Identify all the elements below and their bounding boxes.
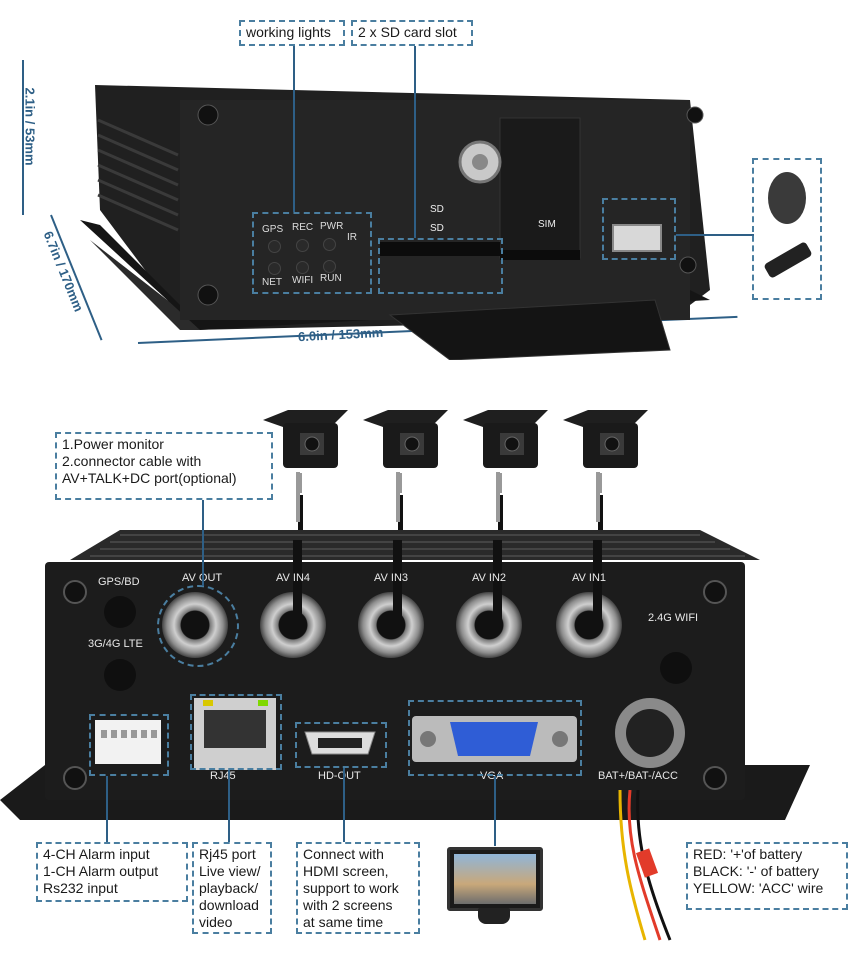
rj45-line5: video	[199, 914, 233, 930]
height-dimension-label: 2.1in / 53mm	[22, 87, 38, 166]
usb-accessories-box	[752, 158, 822, 300]
battery-line3: YELLOW: 'ACC' wire	[693, 880, 824, 896]
led-pwr-label: PWR	[320, 221, 344, 232]
hdmi-line3: support to work	[303, 880, 399, 896]
av-in2-connector	[456, 592, 522, 658]
sd2-label: SD	[430, 223, 444, 234]
battery-line2: BLACK: '-' of battery	[693, 863, 819, 879]
battery-callout: RED: '+'of battery BLACK: '-' of battery…	[686, 842, 848, 910]
usb-port-highlight	[602, 198, 676, 260]
working-lights-highlight	[252, 212, 372, 294]
led-ir-label: IR	[347, 232, 357, 243]
alarm-port-highlight	[89, 714, 169, 776]
hdmi-line4: with 2 screens	[303, 897, 393, 913]
alarm-line3: Rs232 input	[43, 880, 118, 896]
av-in4-label: AV IN4	[276, 572, 311, 584]
hdmi-line1: Connect with	[303, 846, 384, 862]
height-dimension-line	[22, 60, 24, 215]
rj45-line4: download	[199, 897, 259, 913]
usb-mouse-icon	[768, 172, 806, 224]
gps-bd-label: GPS/BD	[98, 576, 140, 588]
led-run	[323, 260, 336, 273]
battery-line1: RED: '+'of battery	[693, 846, 803, 862]
led-rec	[296, 239, 309, 252]
led-gps	[268, 240, 281, 253]
av-out-highlight	[157, 585, 239, 667]
power-monitor-line3: AV+TALK+DC port(optional)	[62, 470, 237, 486]
hdmi-line2: HDMI screen,	[303, 863, 389, 879]
camera4-cable	[293, 540, 302, 620]
sim-label: SIM	[538, 219, 556, 230]
av-in2-label: AV IN2	[472, 572, 507, 584]
led-wifi	[296, 261, 309, 274]
wifi-label: 2.4G WIFI	[648, 612, 699, 624]
monitor-stand	[478, 908, 510, 924]
alarm-line1: 4-CH Alarm input	[43, 846, 150, 862]
sd-slot-callout: 2 x SD card slot	[351, 20, 473, 46]
led-gps-label: GPS	[262, 224, 284, 235]
power-monitor-line1: 1.Power monitor	[62, 436, 164, 452]
sd1-label: SD	[430, 204, 444, 215]
av-in3-connector	[358, 592, 424, 658]
working-lights-line	[293, 46, 295, 212]
led-net-label: NET	[262, 277, 282, 288]
hd-out-highlight	[295, 722, 387, 768]
rj45-connector-line	[228, 770, 230, 842]
alarm-line2: 1-CH Alarm output	[43, 863, 159, 879]
rj45-line3: playback/	[199, 880, 259, 896]
power-monitor-callout: 1.Power monitor 2.connector cable with A…	[55, 432, 273, 500]
sd-slot-highlight	[378, 238, 503, 294]
hd-out-connector-line	[343, 768, 345, 842]
bottom-device-body	[0, 530, 810, 820]
vga-connector-line	[494, 776, 496, 846]
led-net	[268, 262, 281, 275]
hd-out-label: HD-OUT	[318, 770, 361, 782]
rj45-line2: Live view/	[199, 863, 261, 879]
led-run-label: RUN	[320, 273, 342, 284]
usb-port	[612, 224, 662, 252]
camera2-cable	[493, 540, 502, 620]
vga-label: VGA	[480, 770, 504, 782]
led-rec-label: REC	[292, 222, 314, 233]
power-monitor-line2: 2.connector cable with	[62, 453, 202, 469]
hdmi-callout: Connect with HDMI screen, support to wor…	[296, 842, 420, 934]
rj45-line1: Rj45 port	[199, 846, 256, 862]
led-wifi-label: WIFI	[292, 275, 314, 286]
led-pwr	[323, 238, 336, 251]
top-device-body	[70, 85, 710, 360]
camera4-arrow	[296, 472, 300, 522]
camera-group	[263, 409, 649, 540]
av-in1-connector	[556, 592, 622, 658]
rj45-highlight	[190, 694, 282, 770]
monitor-icon	[447, 847, 543, 911]
camera3-arrow	[396, 472, 400, 522]
camera3-cable	[393, 540, 402, 620]
lte-label: 3G/4G LTE	[88, 638, 143, 650]
alarm-callout: 4-CH Alarm input 1-CH Alarm output Rs232…	[36, 842, 188, 902]
rj45-callout: Rj45 port Live view/ playback/ download …	[192, 842, 272, 934]
rj45-label: RJ45	[210, 770, 236, 782]
working-lights-callout: working lights	[239, 20, 345, 46]
power-wires	[618, 790, 672, 941]
usb-connector-line	[676, 234, 754, 236]
av-out-connector-line	[202, 500, 204, 586]
camera2-arrow	[496, 472, 500, 522]
power-label: BAT+/BAT-/ACC	[598, 770, 678, 782]
hdmi-line5: at same time	[303, 914, 384, 930]
alarm-connector-line	[106, 776, 108, 842]
camera1-arrow	[596, 472, 600, 522]
sd-slot-line	[414, 46, 416, 238]
camera1-cable	[593, 540, 602, 620]
av-in1-label: AV IN1	[572, 572, 607, 584]
vga-highlight	[408, 700, 582, 776]
av-in3-label: AV IN3	[374, 572, 409, 584]
